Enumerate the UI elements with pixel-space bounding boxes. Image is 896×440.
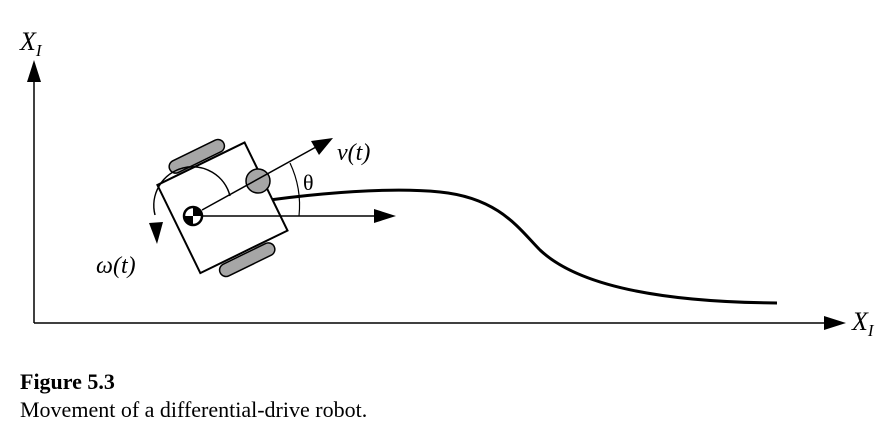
figure-caption: Figure 5.3 Movement of a differential-dr… bbox=[20, 368, 880, 424]
trajectory-curve bbox=[192, 188, 778, 305]
wheel-top bbox=[168, 138, 226, 174]
x-axis-arrowhead bbox=[824, 316, 846, 330]
angular-velocity-label: ω(t) bbox=[96, 253, 136, 279]
robot-center-fill bbox=[184, 207, 202, 225]
horizontal-reference-arrowhead bbox=[374, 209, 396, 223]
angular-velocity-arc bbox=[153, 166, 231, 216]
x-axis-label: XI bbox=[851, 307, 875, 340]
velocity-vector bbox=[201, 146, 317, 211]
caption-text: Movement of a differential-drive robot. bbox=[20, 397, 368, 422]
castor-wheel bbox=[245, 168, 271, 194]
theta-label: θ bbox=[303, 170, 314, 195]
robot-movement-diagram: XI XI v(t) θ ω(t) bbox=[19, 27, 875, 340]
angular-velocity-arrowhead bbox=[149, 222, 163, 244]
wheel-bottom bbox=[218, 242, 276, 278]
robot bbox=[156, 138, 289, 278]
y-axis-label: XI bbox=[19, 27, 43, 60]
velocity-label: v(t) bbox=[337, 140, 370, 166]
y-axis-arrowhead bbox=[27, 60, 41, 82]
caption-title: Figure 5.3 bbox=[20, 369, 115, 394]
theta-arc bbox=[289, 162, 301, 217]
velocity-arrowhead bbox=[311, 138, 333, 155]
